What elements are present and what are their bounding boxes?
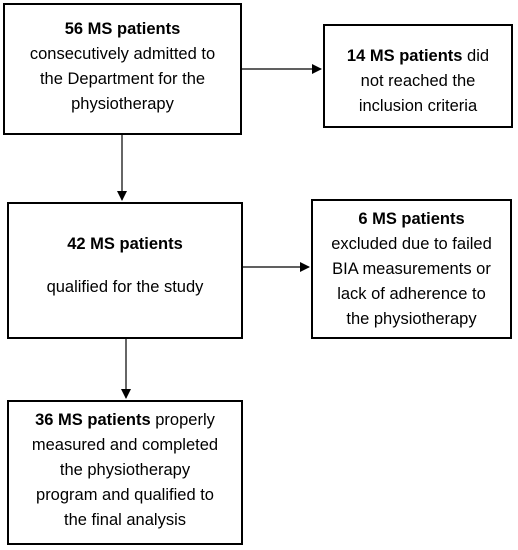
qualified-spacer — [9, 257, 241, 275]
excluded-criteria-title-line: 14 MS patients did — [325, 44, 511, 69]
excluded-criteria-line-1: not reached the — [360, 72, 476, 90]
final-count: 36 MS patients — [35, 411, 151, 429]
admitted-count: 56 MS patients — [64, 20, 181, 38]
qualified-patients-box: 42 MS patients qualified for the study — [7, 202, 243, 339]
excluded-bia-line-3: lack of adherence to — [337, 285, 486, 303]
excluded-criteria-box: 14 MS patients did not reached the inclu… — [323, 24, 513, 128]
excluded-bia-line-2: BIA measurements or — [332, 260, 491, 278]
excluded-bia-title-line: 6 MS patients — [313, 207, 510, 232]
admitted-line-2: the Department for the — [39, 70, 206, 88]
final-line-2: the physiotherapy — [59, 461, 191, 479]
excluded-criteria-count: 14 MS patients — [346, 47, 463, 65]
excluded-bia-line-4: the physiotherapy — [346, 310, 477, 328]
final-line-4: the final analysis — [64, 511, 186, 529]
admitted-line-3: physiotherapy — [71, 95, 174, 113]
admitted-line-1: consecutively admitted to — [29, 45, 216, 63]
qualified-title-line: 42 MS patients — [9, 232, 241, 257]
qualified-line-1: qualified for the study — [46, 278, 204, 296]
excluded-bia-line-1: excluded due to failed — [331, 235, 492, 253]
qualified-count: 42 MS patients — [67, 235, 183, 253]
excluded-criteria-title-rest: did — [462, 47, 490, 65]
excluded-criteria-line-2: inclusion criteria — [358, 97, 478, 115]
admitted-title-line: 56 MS patients — [5, 17, 240, 42]
final-line-1: measured and completed — [31, 436, 219, 454]
excluded-bia-box: 6 MS patients excluded due to failed BIA… — [311, 199, 512, 339]
final-title-rest: properly — [150, 411, 215, 429]
final-title-line: 36 MS patients properly — [9, 408, 241, 433]
final-line-3: program and qualified to — [36, 486, 214, 504]
final-analysis-box: 36 MS patients properly measured and com… — [7, 400, 243, 545]
excluded-bia-count: 6 MS patients — [358, 210, 465, 228]
admitted-patients-box: 56 MS patients consecutively admitted to… — [3, 3, 242, 135]
